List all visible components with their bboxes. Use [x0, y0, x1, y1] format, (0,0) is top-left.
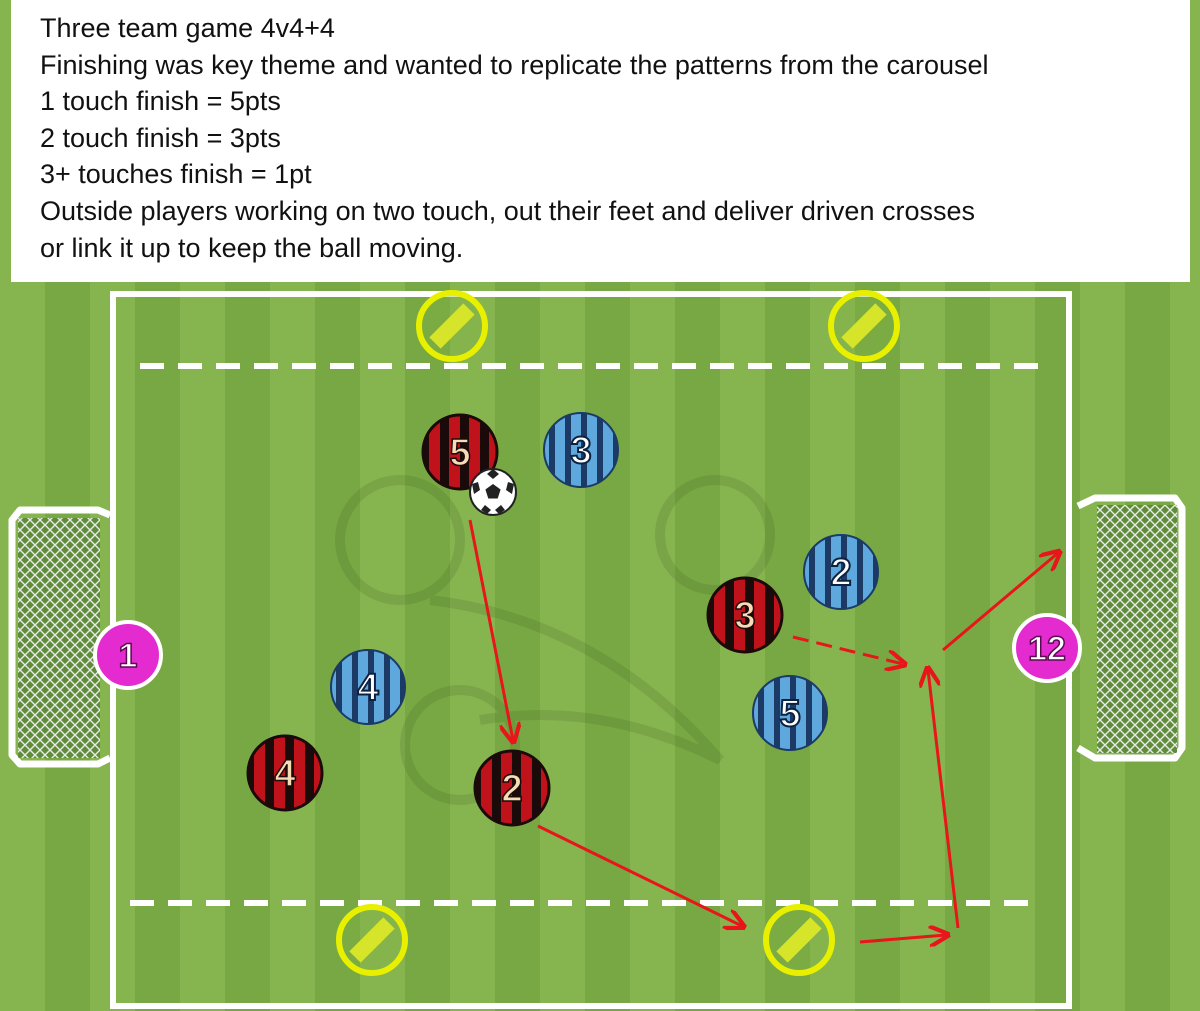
shot-arrow	[942, 553, 1058, 652]
blue-player-number: 3	[570, 430, 591, 472]
watermark-graphic	[335, 475, 775, 805]
red-player-3[interactable]: 3	[706, 576, 784, 654]
run-arrow	[859, 935, 946, 942]
soccer-ball-icon[interactable]	[469, 468, 517, 516]
notes-rule-2touch: 2 touch finish = 3pts	[40, 122, 281, 153]
red-player-number: 3	[734, 595, 755, 637]
red-player-number: 2	[501, 768, 522, 810]
red-player-2[interactable]: 2	[473, 749, 551, 827]
target-cone-icon	[828, 290, 900, 362]
notes-outside-players-cont: or link it up to keep the ball moving.	[40, 232, 464, 263]
pass-arrow	[537, 824, 742, 926]
goalkeeper-1[interactable]: 1	[93, 620, 163, 690]
red-player-number: 5	[449, 432, 470, 474]
dribble-arrow	[792, 635, 903, 664]
goalkeeper-number: 12	[1028, 630, 1066, 668]
notes-theme: Finishing was key theme and wanted to re…	[40, 49, 989, 80]
blue-player-5[interactable]: 5	[752, 675, 828, 751]
red-player-4[interactable]: 4	[246, 734, 324, 812]
target-cone-icon	[336, 904, 408, 976]
blue-player-number: 4	[357, 667, 378, 709]
target-cone-icon	[416, 290, 488, 362]
blue-player-2[interactable]: 2	[803, 534, 879, 610]
blue-player-number: 5	[779, 693, 800, 735]
blue-player-4[interactable]: 4	[330, 649, 406, 725]
red-player-number: 4	[274, 753, 295, 795]
blue-player-number: 2	[830, 552, 851, 594]
red-player-5[interactable]: 5	[421, 413, 499, 491]
notes-rule-3touch: 3+ touches finish = 1pt	[40, 159, 312, 190]
notes-outside-players: Outside players working on two touch, ou…	[40, 195, 975, 226]
goalkeeper-number: 1	[119, 637, 138, 675]
pass-arrow	[468, 519, 513, 740]
goal-net-icon	[1076, 494, 1186, 762]
notes-rule-1touch: 1 touch finish = 5pts	[40, 86, 281, 117]
goalkeeper-12[interactable]: 12	[1012, 613, 1082, 683]
blue-player-3[interactable]: 3	[543, 412, 619, 488]
run-arrow	[928, 670, 960, 929]
notes-title: Three team game 4v4+4	[40, 13, 335, 43]
goal-net-icon	[8, 506, 112, 768]
session-notes: Three team game 4v4+4 Finishing was key …	[11, 0, 1190, 282]
target-cone-icon	[763, 904, 835, 976]
